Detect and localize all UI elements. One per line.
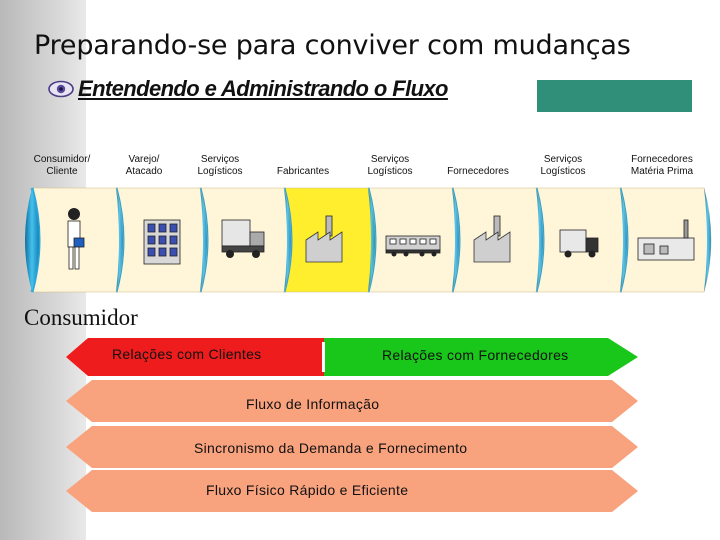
stage-label-3: Serviços Logísticos <box>197 154 243 177</box>
subtitle-text: Entendendo e Administrando o Fluxo <box>78 76 449 101</box>
stage-label-6: Fornecedores <box>447 166 509 177</box>
stage-label-5: Serviços Logísticos <box>367 154 413 177</box>
relacoes-clientes-label: Relações com Clientes <box>112 346 262 362</box>
train-icon <box>385 235 441 257</box>
chain-left-cap <box>25 188 39 292</box>
truck-icon <box>221 219 265 258</box>
eye-icon <box>48 80 74 98</box>
sincronismo-arrow <box>66 426 638 468</box>
subtitle: Entendendo e Administrando o Fluxo <box>48 76 449 102</box>
relacoes-clientes-arrow <box>66 338 324 376</box>
stage-label-7: Serviços Logísticos <box>540 154 586 177</box>
person-icon <box>67 208 85 270</box>
store-building-icon <box>143 219 181 265</box>
stage-label-1: Consumidor/ Cliente <box>33 154 91 177</box>
stage-label-8: Fornecedores Matéria Prima <box>630 154 694 177</box>
delivery-truck-icon <box>559 229 599 258</box>
fluxo-informacao-label: Fluxo de Informação <box>246 396 380 412</box>
raw-material-factory-icon <box>637 219 695 261</box>
relacoes-fornecedores-arrow <box>324 338 638 376</box>
sincronismo-label: Sincronismo da Demanda e Fornecimento <box>194 440 468 456</box>
stage-label-2: Varejo/ Atacado <box>125 154 163 177</box>
teal-accent-box <box>537 80 692 112</box>
consumer-label: Consumidor <box>24 305 138 330</box>
relacoes-fornecedores-label: Relações com Fornecedores <box>382 347 569 363</box>
page-title: Preparando-se para conviver com mudanças <box>34 30 631 61</box>
factory-icon <box>305 215 343 263</box>
fluxo-informacao-arrow <box>66 380 638 422</box>
fluxo-fisico-arrow <box>66 470 638 512</box>
stage-label-4: Fabricantes <box>276 166 330 177</box>
factory-icon <box>473 215 511 263</box>
relations-arrow <box>66 338 638 376</box>
fluxo-fisico-label: Fluxo Físico Rápido e Eficiente <box>206 482 409 498</box>
supply-chain-diagram <box>25 187 712 293</box>
